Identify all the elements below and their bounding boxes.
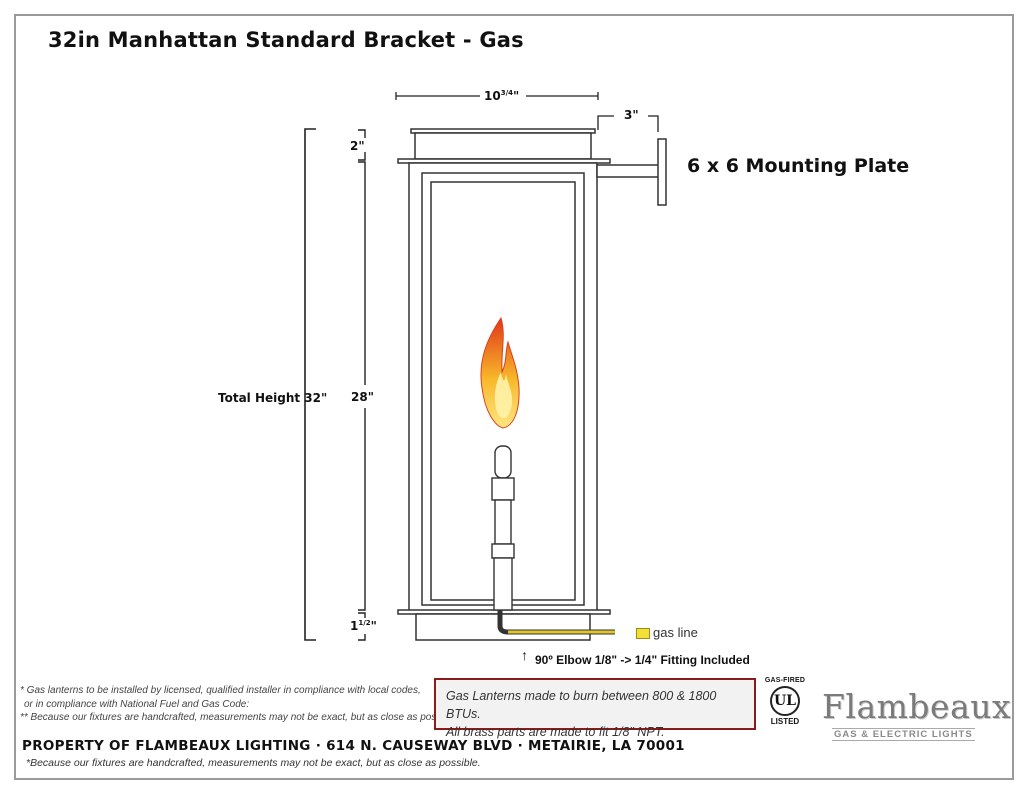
note-line: or in compliance with National Fuel and …	[24, 698, 250, 710]
bracket-arm	[596, 138, 667, 206]
diagram-title: 32in Manhattan Standard Bracket - Gas	[48, 28, 524, 52]
property-line: PROPERTY OF FLAMBEAUX LIGHTING · 614 N. …	[22, 738, 685, 754]
body-dimension-line	[358, 161, 366, 611]
cap-height-label: 2"	[350, 139, 365, 153]
mounting-plate-label: 6 x 6 Mounting Plate	[687, 155, 910, 177]
base-dimension-line	[358, 612, 366, 641]
body-height-label: 28"	[351, 390, 374, 404]
ul-logo-icon: UL	[770, 686, 800, 716]
width-label: 103/4"	[484, 89, 520, 103]
btu-note-line-1: Gas Lanterns made to burn between 800 & …	[446, 689, 717, 721]
logo-tagline: GAS & ELECTRIC LIGHTS	[832, 728, 975, 741]
elbow-fitting-label: 90º Elbow 1/8" -> 1/4" Fitting Included	[535, 653, 750, 667]
width-dimension-line	[395, 92, 599, 100]
note-line: ** Because our fixtures are handcrafted,…	[20, 712, 460, 723]
total-height-dimension-line	[304, 128, 316, 641]
burner-assembly	[491, 445, 515, 611]
base-height-label: 11/2"	[350, 619, 377, 633]
flambeaux-logo: Flambeaux GAS & ELECTRIC LIGHTS	[822, 687, 1012, 742]
cap-dimension-line	[358, 129, 366, 161]
bracket-dimension-line	[597, 115, 659, 132]
btu-note-line-2: All brass parts are made to fit 1/8" NPT…	[446, 725, 665, 739]
btu-note-box: Gas Lanterns made to burn between 800 & …	[434, 678, 756, 739]
logo-wordmark: Flambeaux	[822, 687, 1012, 726]
up-arrow-icon: ↑	[521, 647, 528, 663]
note-line: * Gas lanterns to be installed by licens…	[20, 685, 421, 696]
total-height-label: Total Height 32"	[218, 391, 328, 405]
gas-line-label: gas line	[653, 625, 698, 640]
footnote: *Because our fixtures are handcrafted, m…	[26, 757, 481, 769]
ul-bottom-text: LISTED	[770, 717, 800, 726]
bracket-depth-label: 3"	[624, 108, 639, 122]
flame-icon	[480, 316, 520, 429]
installation-notes: * Gas lanterns to be installed by licens…	[20, 684, 460, 725]
gas-line-legend-swatch	[636, 628, 650, 639]
ul-certification-badge: GAS-FIRED UL LISTED	[762, 677, 808, 726]
gas-line	[497, 610, 615, 635]
ul-top-text: GAS-FIRED	[764, 677, 806, 684]
